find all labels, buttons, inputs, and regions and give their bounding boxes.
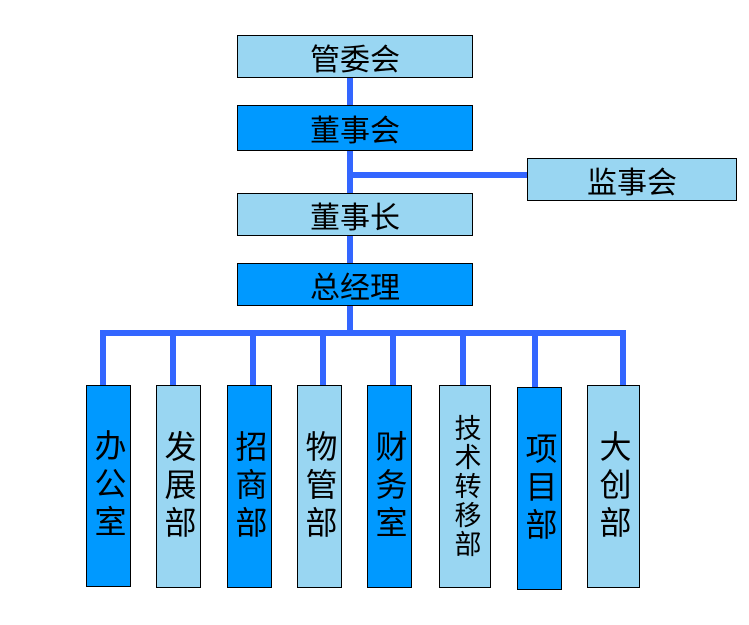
dept-projects: 项目部 <box>517 387 562 590</box>
node-general-manager: 总经理 <box>237 263 473 306</box>
node-label: 董事长 <box>310 200 400 236</box>
dept-investment: 招商部 <box>227 385 272 588</box>
node-label: 管委会 <box>310 42 400 78</box>
dept-label: 技术转移部 <box>449 414 481 559</box>
dept-label: 办公室 <box>89 429 128 543</box>
drop-line-5 <box>390 330 396 386</box>
drop-line-6 <box>460 330 466 386</box>
drop-line-8 <box>620 330 626 386</box>
dept-label: 项目部 <box>520 431 559 546</box>
dept-development: 发展部 <box>156 385 201 588</box>
dept-label: 财务室 <box>370 429 409 544</box>
node-board-of-directors: 董事会 <box>237 105 473 151</box>
drop-line-2 <box>170 330 176 386</box>
drop-line-7 <box>532 330 538 388</box>
node-label: 董事会 <box>310 114 400 149</box>
dept-label: 招商部 <box>230 429 269 544</box>
supervisor-connector-line <box>350 172 528 178</box>
dept-finance: 财务室 <box>367 385 412 588</box>
node-management-committee: 管委会 <box>237 35 473 78</box>
dept-property: 物管部 <box>297 385 342 588</box>
dept-label: 发展部 <box>159 429 198 544</box>
dept-label: 大创部 <box>594 429 633 544</box>
dept-office: 办公室 <box>86 385 131 587</box>
dept-label: 物管部 <box>300 429 339 544</box>
department-bus-line <box>100 330 626 336</box>
drop-line-4 <box>320 330 326 386</box>
drop-line-1 <box>100 330 106 386</box>
drop-line-3 <box>250 330 256 386</box>
node-board-of-supervisors: 监事会 <box>527 158 737 201</box>
node-label: 监事会 <box>587 165 677 201</box>
dept-innovation: 大创部 <box>587 385 640 588</box>
dept-tech-transfer: 技术转移部 <box>439 385 491 588</box>
node-label: 总经理 <box>310 270 400 306</box>
node-chairman: 董事长 <box>237 193 473 236</box>
